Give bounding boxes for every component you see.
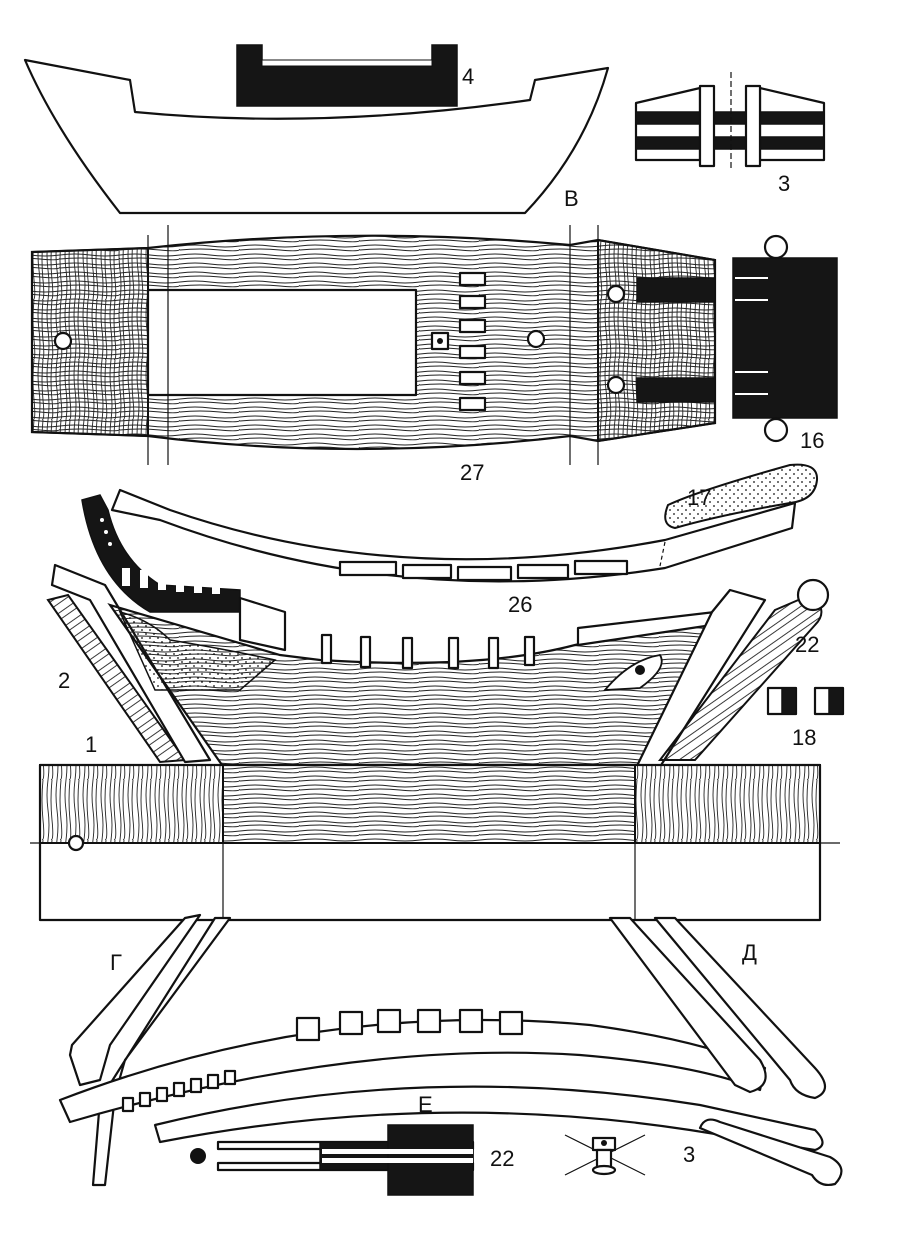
part-4-bracket <box>236 44 458 107</box>
part-1-keel-band <box>30 763 840 922</box>
part-27-deck <box>30 225 717 465</box>
label-part-3-bottom: 3 <box>683 1142 695 1167</box>
part-labels: 4 3 В 27 16 17 26 2 22 18 1 Г Д Е 22 3 <box>58 64 824 1171</box>
label-part-22-bottom: 22 <box>490 1146 514 1171</box>
part-e-lower-rail <box>58 1008 824 1152</box>
label-part-e: Е <box>418 1092 433 1117</box>
part-3-top-block <box>634 72 826 170</box>
part-b-hull-profile <box>23 58 610 215</box>
part-18-blocks <box>766 686 845 716</box>
label-part-27: 27 <box>460 460 484 485</box>
label-part-16: 16 <box>800 428 824 453</box>
part-3-bottom-strip <box>698 1118 843 1187</box>
part-16-plate <box>732 234 838 443</box>
label-part-4: 4 <box>462 64 474 89</box>
label-part-3-top: 3 <box>778 171 790 196</box>
label-part-17: 17 <box>687 485 711 510</box>
label-part-22-right: 22 <box>795 632 819 657</box>
hull-side-planking <box>107 596 717 767</box>
right-bow-strip <box>633 578 830 772</box>
rail-port-row <box>338 559 629 582</box>
label-part-d: Д <box>742 940 757 965</box>
deck-hatch-slots <box>458 271 487 412</box>
label-part-g: Г <box>110 950 122 975</box>
hull-gun-pins <box>320 633 536 670</box>
part-2-bow-strip <box>46 563 212 764</box>
part-d-right-frame <box>608 916 827 1100</box>
label-part-18: 18 <box>792 725 816 750</box>
label-part-26: 26 <box>508 592 532 617</box>
part-22-mast-pieces <box>190 1124 475 1196</box>
label-part-b: В <box>564 186 579 211</box>
rail-small-ports <box>121 1069 237 1113</box>
label-part-2: 2 <box>58 668 70 693</box>
part-g-left-frame <box>68 913 232 1187</box>
capstan-drawing <box>564 1134 646 1176</box>
part-26-rail <box>110 488 797 583</box>
part-17-rail-end <box>664 463 819 530</box>
label-part-1: 1 <box>85 732 97 757</box>
rail-notches <box>295 1008 524 1042</box>
stern-frame-dark <box>81 494 241 613</box>
